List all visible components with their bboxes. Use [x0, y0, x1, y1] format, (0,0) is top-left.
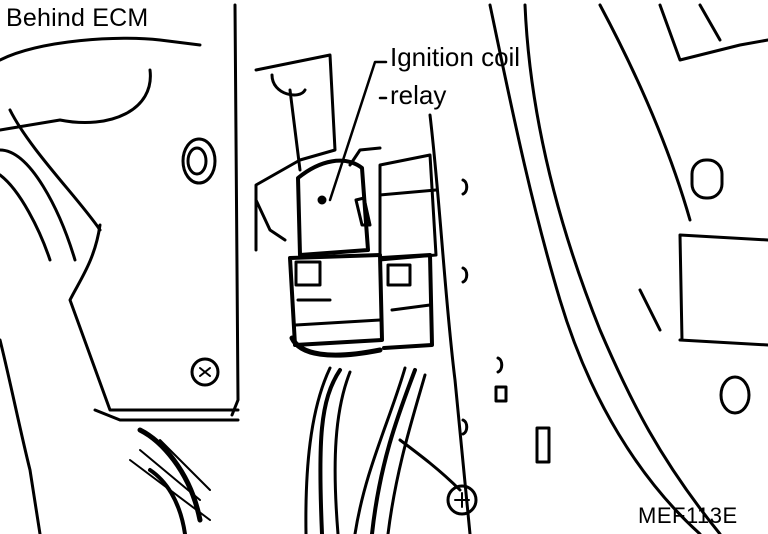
relay-leader-line — [328, 60, 388, 202]
location-label: Behind ECM — [6, 4, 149, 32]
figure-code: MEF113E — [638, 503, 738, 528]
relay-connectors — [288, 253, 434, 358]
component-label-line2: relay — [390, 80, 447, 110]
engine-casting-right — [488, 3, 768, 534]
relay-harness — [304, 366, 478, 534]
ignition-coil-relay — [296, 146, 438, 262]
wire-bundle-left — [129, 427, 211, 534]
component-label-line1: Ignition coil — [390, 42, 521, 72]
ecm-housing — [0, 3, 240, 534]
bulkhead-panel — [428, 113, 551, 534]
relay-bracket — [254, 53, 337, 252]
